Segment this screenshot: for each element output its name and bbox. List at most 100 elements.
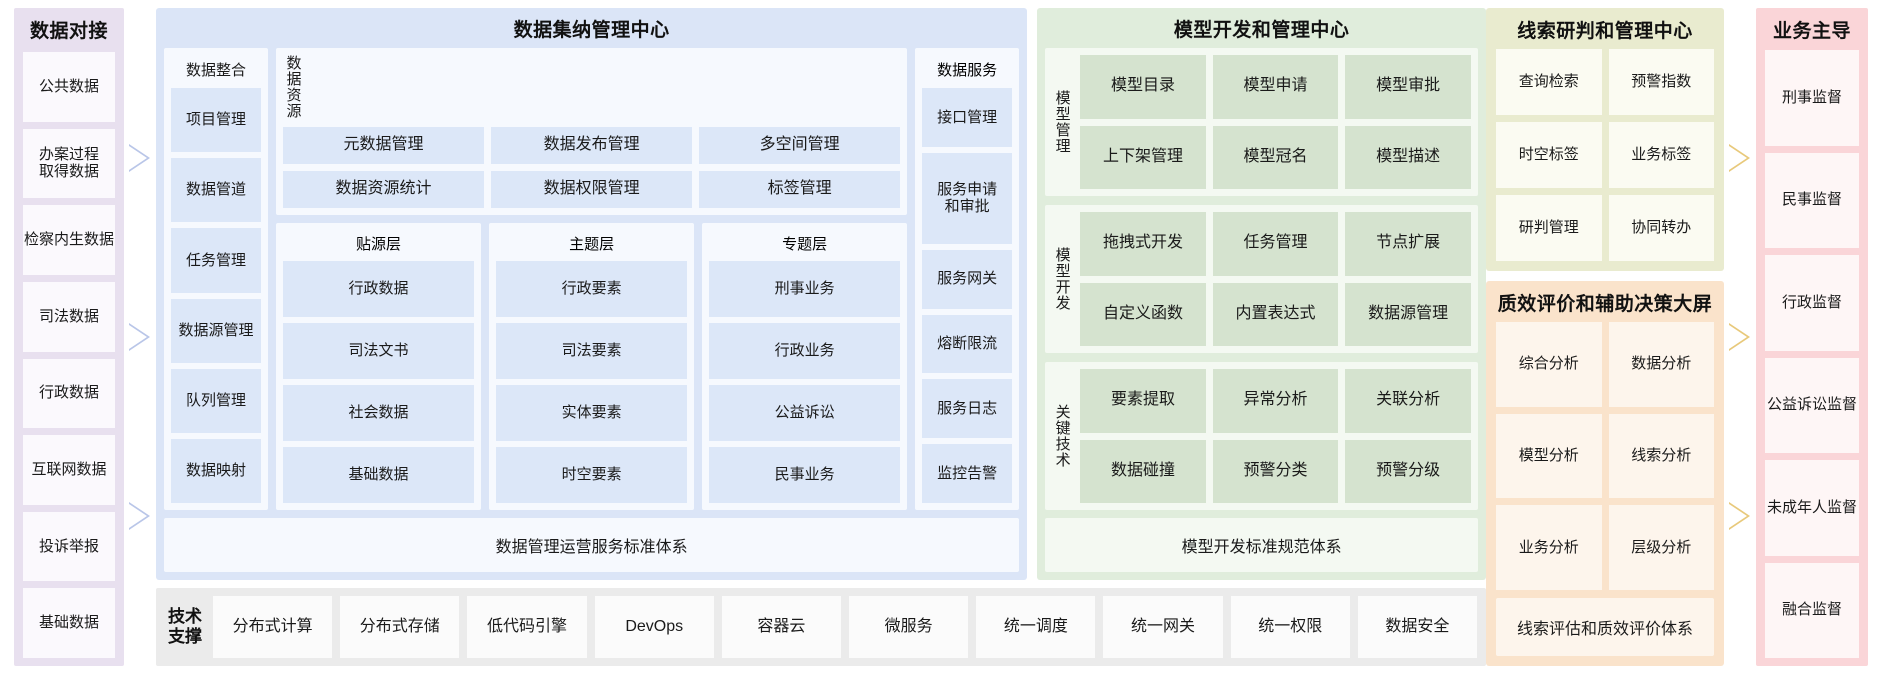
- clue-center-item[interactable]: 查询检索: [1496, 49, 1602, 115]
- data-layer-item[interactable]: 行政数据: [283, 260, 475, 317]
- data-integration-item[interactable]: 任务管理: [171, 228, 261, 293]
- data-service-item[interactable]: 服务网关: [922, 249, 1013, 309]
- data-layer-item[interactable]: 司法文书: [283, 322, 475, 379]
- model-development-item[interactable]: 自定义函数: [1080, 282, 1206, 346]
- tech-support-item[interactable]: 统一网关: [1103, 596, 1223, 658]
- tech-support-item[interactable]: 统一调度: [976, 596, 1096, 658]
- business-item[interactable]: 未成年人监督: [1765, 460, 1859, 556]
- clue-center-item[interactable]: 预警指数: [1608, 49, 1714, 115]
- tech-support-bar: 技术 支撑 分布式计算 分布式存储 低代码引擎 DevOps 容器云 微服务 统…: [156, 588, 1486, 666]
- business-item[interactable]: 融合监督: [1765, 562, 1859, 658]
- data-resource-item[interactable]: 多空间管理: [699, 127, 901, 164]
- data-service-item[interactable]: 服务申请 和审批: [922, 152, 1013, 244]
- data-layer-item[interactable]: 行政要素: [496, 260, 688, 317]
- data-layer-item[interactable]: 社会数据: [283, 384, 475, 441]
- data-service-item[interactable]: 接口管理: [922, 88, 1013, 147]
- quality-center-item[interactable]: 线索分析: [1608, 413, 1714, 499]
- data-layer-item[interactable]: 行政业务: [709, 322, 901, 379]
- data-resource-item[interactable]: 数据发布管理: [491, 127, 693, 164]
- business-item[interactable]: 行政监督: [1765, 255, 1859, 351]
- tech-support-item[interactable]: 容器云: [721, 596, 842, 658]
- model-center-title: 模型开发和管理中心: [1173, 20, 1350, 41]
- data-layer-item[interactable]: 民事业务: [709, 446, 901, 503]
- clue-center-title: 线索研判和管理中心: [1517, 21, 1693, 42]
- tech-support-item[interactable]: 微服务: [849, 596, 969, 658]
- data-source-item[interactable]: 公共数据: [23, 52, 115, 122]
- model-management-item[interactable]: 模型目录: [1080, 55, 1206, 119]
- data-service-header: 数据服务: [937, 62, 998, 79]
- data-layer-header: 主题层: [569, 235, 615, 253]
- data-integration-item[interactable]: 数据源管理: [171, 298, 261, 363]
- data-integration-item[interactable]: 数据管道: [171, 158, 261, 223]
- tech-support-item[interactable]: 分布式计算: [213, 596, 333, 658]
- key-technology-item[interactable]: 异常分析: [1212, 369, 1339, 433]
- data-resource-item[interactable]: 标签管理: [699, 170, 901, 208]
- tech-support-item[interactable]: 低代码引擎: [467, 596, 587, 658]
- data-service-item[interactable]: 服务日志: [922, 379, 1013, 439]
- tech-support-item[interactable]: 分布式存储: [340, 596, 460, 658]
- clue-center-item[interactable]: 协同转办: [1608, 194, 1714, 261]
- key-technology-side-label: 关键技术: [1053, 404, 1071, 468]
- business-column: 业务主导 刑事监督 民事监督 行政监督 公益诉讼监督 未成年人监督 融合监督: [1756, 8, 1868, 666]
- quality-center-item[interactable]: 综合分析: [1496, 321, 1602, 407]
- model-management-item[interactable]: 模型申请: [1212, 55, 1339, 119]
- business-column-title: 业务主导: [1772, 21, 1851, 42]
- data-layer-item[interactable]: 公益诉讼: [709, 384, 901, 441]
- model-development-item[interactable]: 数据源管理: [1345, 282, 1471, 346]
- data-layer-item[interactable]: 基础数据: [283, 446, 475, 503]
- tech-support-item[interactable]: 统一权限: [1230, 596, 1350, 658]
- data-resource-item[interactable]: 数据权限管理: [491, 170, 693, 208]
- data-service-item[interactable]: 熔断限流: [922, 314, 1013, 374]
- data-integration-item[interactable]: 项目管理: [171, 88, 261, 153]
- data-layer-item[interactable]: 刑事业务: [709, 260, 901, 317]
- model-development-grid: 拖拽式开发 任务管理 节点扩展 自定义函数 内置表达式 数据源管理: [1080, 212, 1471, 346]
- data-layer-item[interactable]: 实体要素: [496, 384, 688, 441]
- key-technology-item[interactable]: 预警分级: [1345, 439, 1471, 503]
- key-technology-item[interactable]: 预警分类: [1212, 439, 1339, 503]
- business-item[interactable]: 刑事监督: [1765, 50, 1859, 146]
- data-integration-item[interactable]: 队列管理: [171, 368, 261, 433]
- business-item[interactable]: 公益诉讼监督: [1765, 357, 1859, 453]
- data-source-item[interactable]: 互联网数据: [23, 435, 115, 505]
- model-development-item[interactable]: 内置表达式: [1212, 282, 1339, 346]
- data-layer-item[interactable]: 司法要素: [496, 322, 688, 379]
- key-technology-item[interactable]: 数据碰撞: [1080, 439, 1206, 503]
- data-resource-item[interactable]: 数据资源统计: [283, 170, 485, 208]
- business-item[interactable]: 民事监督: [1765, 152, 1859, 248]
- tech-support-item[interactable]: 数据安全: [1357, 596, 1478, 658]
- data-resource-item[interactable]: 元数据管理: [283, 127, 485, 164]
- model-management-item[interactable]: 上下架管理: [1080, 125, 1206, 189]
- tech-support-item[interactable]: DevOps: [594, 596, 714, 658]
- model-management-item[interactable]: 模型审批: [1345, 55, 1471, 119]
- model-management-item[interactable]: 模型描述: [1345, 125, 1471, 189]
- data-center-title: 数据集纳管理中心: [513, 20, 670, 41]
- data-source-item[interactable]: 司法数据: [23, 281, 115, 352]
- quality-center-item[interactable]: 模型分析: [1496, 413, 1602, 499]
- model-management-grid: 模型目录 模型申请 模型审批 上下架管理 模型冠名 模型描述: [1080, 55, 1471, 189]
- model-development-item[interactable]: 拖拽式开发: [1080, 212, 1206, 276]
- model-development-block: 模型开发 拖拽式开发 任务管理 节点扩展 自定义函数 内置表达式 数据源管理: [1045, 205, 1478, 353]
- arrow-right-icon: [129, 322, 151, 351]
- data-source-column-title: 数据对接: [29, 21, 108, 42]
- model-development-item[interactable]: 任务管理: [1212, 212, 1339, 276]
- quality-center-item[interactable]: 层级分析: [1608, 505, 1714, 590]
- quality-center-panel: 质效评价和辅助决策大屏 综合分析 数据分析 模型分析 线索分析 业务分析 层级分…: [1486, 280, 1724, 666]
- quality-center-item[interactable]: 业务分析: [1496, 505, 1602, 590]
- data-source-item[interactable]: 行政数据: [23, 358, 115, 429]
- data-source-item[interactable]: 投诉举报: [23, 511, 115, 582]
- quality-center-item[interactable]: 数据分析: [1608, 321, 1714, 407]
- model-development-item[interactable]: 节点扩展: [1345, 212, 1471, 276]
- data-service-item[interactable]: 监控告警: [922, 444, 1013, 504]
- model-center-body: 模型管理 模型目录 模型申请 模型审批 上下架管理 模型冠名 模型描述 模型开发: [1045, 48, 1478, 510]
- data-layer-item[interactable]: 时空要素: [496, 446, 688, 503]
- clue-center-item[interactable]: 研判管理: [1496, 194, 1602, 261]
- clue-center-item[interactable]: 业务标签: [1608, 121, 1714, 188]
- model-management-item[interactable]: 模型冠名: [1212, 125, 1339, 189]
- key-technology-item[interactable]: 要素提取: [1080, 369, 1206, 433]
- data-integration-item[interactable]: 数据映射: [171, 438, 261, 504]
- clue-center-item[interactable]: 时空标签: [1496, 121, 1602, 188]
- data-source-item[interactable]: 办案过程 取得数据: [23, 128, 115, 199]
- data-source-item[interactable]: 检察内生数据: [23, 205, 115, 275]
- data-source-item[interactable]: 基础数据: [23, 588, 115, 658]
- key-technology-item[interactable]: 关联分析: [1345, 369, 1471, 433]
